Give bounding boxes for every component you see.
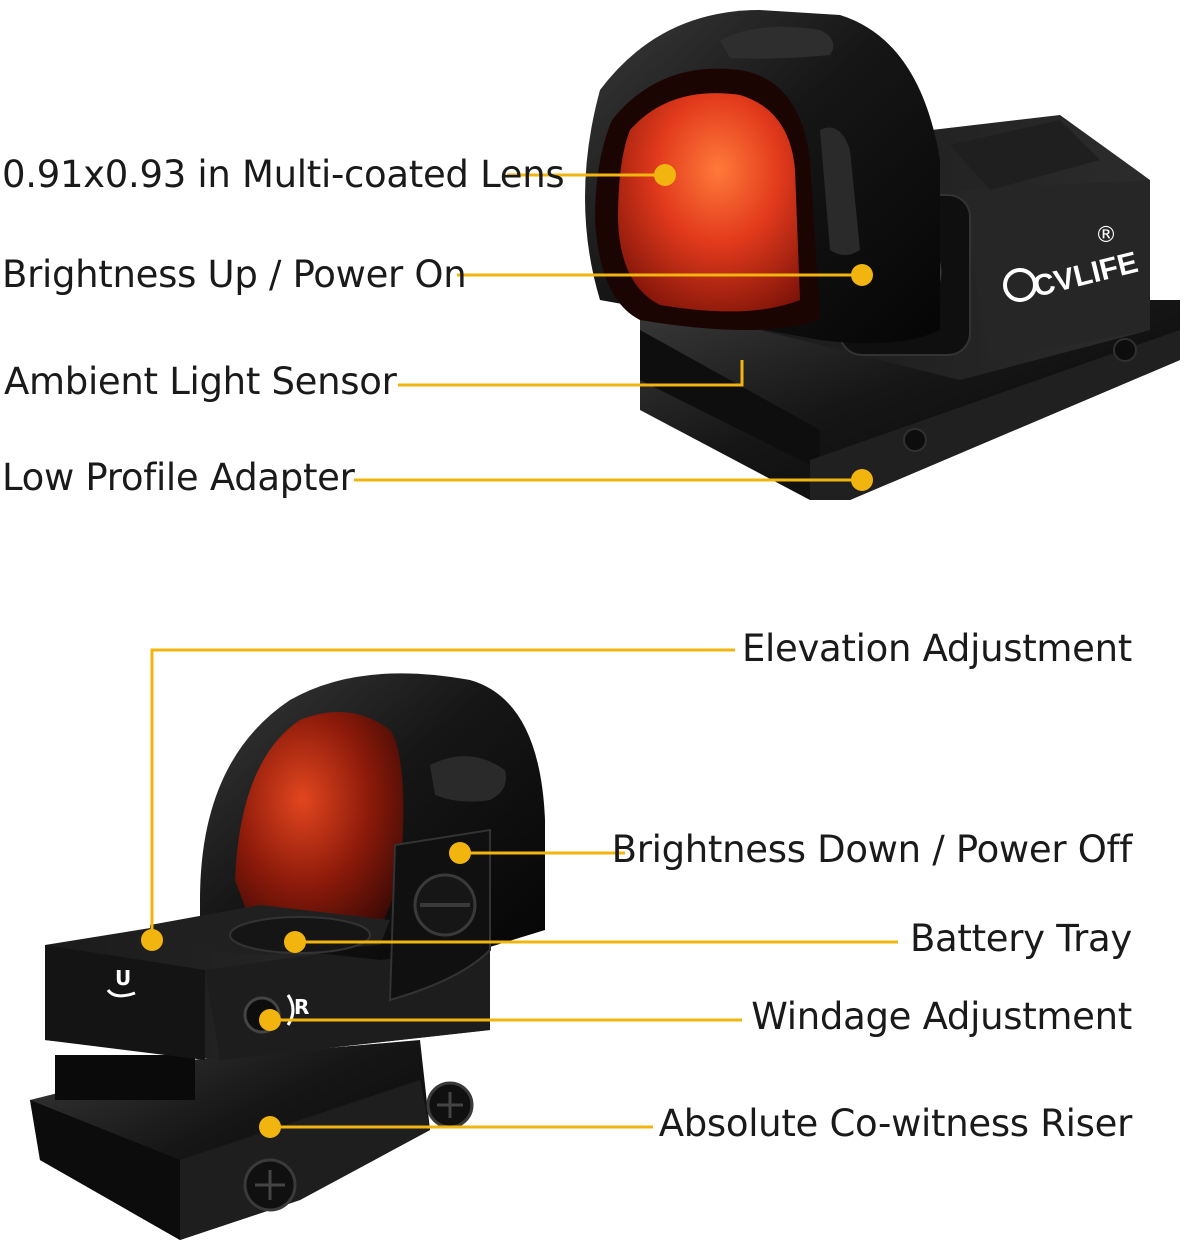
label-brightness-down: Brightness Down / Power Off — [611, 828, 1133, 871]
riser-screw-rear — [426, 1081, 474, 1129]
callout-dot-windage — [259, 1009, 281, 1031]
callout-dot-battery — [284, 931, 306, 953]
front-lens — [235, 712, 404, 930]
bottom-sight-image: U R — [30, 673, 545, 1240]
elevation-mark-up: U — [115, 966, 131, 990]
label-ambient-light-sensor: Ambient Light Sensor — [4, 360, 397, 403]
bottom-callout-leaders — [141, 648, 898, 1138]
callout-dot-brightness-up — [851, 264, 873, 286]
top-callout-leaders — [354, 164, 873, 491]
label-windage-adjustment: Windage Adjustment — [751, 995, 1132, 1038]
callout-dot-elevation — [141, 929, 163, 951]
callout-dot-riser — [259, 1116, 281, 1138]
minus-icon — [413, 873, 477, 937]
callout-dot-lens — [654, 164, 676, 186]
label-low-profile-adapter: Low Profile Adapter — [2, 456, 355, 499]
windage-mark-right: R — [294, 995, 309, 1019]
top-sight-image: CVLIFE ® — [585, 10, 1180, 500]
label-elevation-adjustment: Elevation Adjustment — [741, 627, 1132, 670]
label-multi-coated-lens: 0.91x0.93 in Multi-coated Lens — [2, 153, 565, 196]
label-battery-tray: Battery Tray — [909, 917, 1132, 960]
multi-coated-lens — [618, 93, 800, 312]
label-brightness-up: Brightness Up / Power On — [2, 253, 467, 296]
label-absolute-co-witness-riser: Absolute Co-witness Riser — [658, 1102, 1133, 1145]
callout-dot-brightness-down — [449, 842, 471, 864]
riser-screw-front — [243, 1158, 297, 1212]
callout-dot-adapter — [851, 469, 873, 491]
registered-mark: ® — [1095, 223, 1117, 248]
